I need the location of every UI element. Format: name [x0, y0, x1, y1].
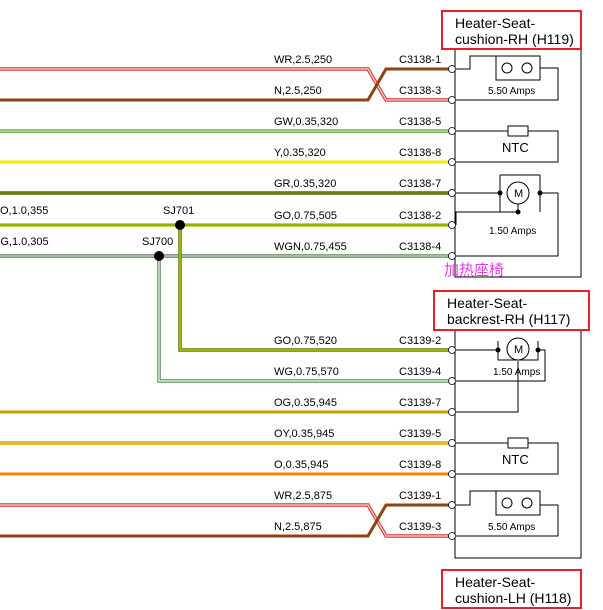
component-tag-h118-line1: Heater-Seat-: [455, 574, 536, 590]
motor-symbol-backrest-rh: M: [514, 344, 523, 356]
splice-sj701-dot: [175, 220, 185, 230]
terminal-1: [448, 96, 456, 104]
terminal-4: [448, 189, 456, 197]
wire-1: [0, 67, 449, 102]
terminal-5: [448, 221, 456, 229]
pin-label-9: C3139-7: [399, 397, 441, 409]
component-tag-h119-line2: cushion-RH (H119): [455, 31, 574, 47]
wire-label-10: OY,0.35,945: [274, 428, 334, 440]
pin-label-8: C3139-4: [399, 366, 441, 378]
ntc-label-backrest-rh: NTC: [502, 452, 529, 467]
wire-label-0: WR,2.5,250: [274, 54, 332, 66]
wire-label-8: WG,0.75,570: [274, 366, 339, 378]
pin-label-1: C3138-3: [399, 85, 441, 97]
pin-label-5: C3138-2: [399, 210, 441, 222]
ntc-label-cushion-rh: NTC: [502, 140, 529, 155]
pin-label-4: C3138-7: [399, 178, 441, 190]
amps-label-backrest-rh: 5.50 Amps: [488, 522, 535, 533]
component-tag-h118-line2: cushion-LH (H118): [455, 590, 572, 606]
splice-sj701-label: SJ701: [163, 205, 194, 217]
terminal-6: [448, 252, 456, 260]
splice-sj700-label: SJ700: [142, 236, 173, 248]
component-tag-h117: Heater-Seat- backrest-RH (H117): [433, 290, 590, 331]
splice-branch-sj700: [157, 256, 449, 383]
ntc-sensor-cushion-rh: [456, 125, 559, 163]
wire-label-3: Y,0.35,320: [274, 147, 326, 159]
wire-label-11: O,0.35,945: [274, 459, 328, 471]
terminal-0: [448, 65, 456, 73]
terminal-12: [448, 501, 456, 509]
terminal-11: [448, 470, 456, 478]
motor-symbol-cushion-rh: M: [514, 188, 523, 200]
amps-label-motor-cushion-rh: 1.50 Amps: [489, 226, 536, 237]
wire-label-9: OG,0.35,945: [274, 397, 337, 409]
ntc-sensor-backrest-rh: [456, 437, 559, 475]
motor-cushion-rh: [455, 174, 559, 257]
wire-label-13: N,2.5,875: [274, 521, 322, 533]
pin-label-13: C3139-3: [399, 521, 441, 533]
pin-label-0: C3138-1: [399, 54, 441, 66]
component-tag-h117-line2: backrest-RH (H117): [447, 311, 571, 327]
amps-label-cushion-rh: 5.50 Amps: [488, 86, 535, 97]
pin-label-6: C3138-4: [399, 241, 441, 253]
wire-label-5: GO,0.75,505: [274, 210, 337, 222]
terminal-13: [448, 532, 456, 540]
pin-label-7: C3139-2: [399, 335, 441, 347]
wire-13: [0, 503, 449, 538]
pin-label-12: C3139-1: [399, 490, 441, 502]
terminal-3: [448, 158, 456, 166]
wire-label-6: WGN,0.75,455: [274, 241, 347, 253]
left-wire-label-2: YG,1.0,305: [0, 236, 49, 248]
wire-label-7: GO,0.75,520: [274, 335, 337, 347]
component-tag-h117-line1: Heater-Seat-: [447, 295, 528, 311]
terminal-2: [448, 127, 456, 135]
terminal-10: [448, 439, 456, 447]
motor-backrest-rh: [456, 337, 546, 413]
wire-label-12: WR,2.5,875: [274, 490, 332, 502]
heater-element-cushion-rh: [456, 55, 559, 101]
left-wire-label-1: O,1.0,355: [0, 205, 48, 217]
terminal-7: [448, 346, 456, 354]
component-tag-h119-line1: Heater-Seat-: [455, 15, 536, 31]
pin-label-2: C3138-5: [399, 116, 441, 128]
splice-branch-sj701: [178, 225, 449, 352]
pin-label-10: C3139-5: [399, 428, 441, 440]
amps-label-motor-backrest-rh: 1.50 Amps: [493, 367, 540, 378]
pin-label-3: C3138-8: [399, 147, 441, 159]
terminal-8: [448, 377, 456, 385]
terminal-9: [448, 408, 456, 416]
pin-label-11: C3139-8: [399, 459, 441, 471]
wire-label-4: GR,0.35,320: [274, 178, 336, 190]
wire-label-2: GW,0.35,320: [274, 116, 338, 128]
splice-sj700-dot: [154, 251, 164, 261]
wire-label-1: N,2.5,250: [274, 85, 322, 97]
component-tag-h119: Heater-Seat- cushion-RH (H119): [441, 10, 582, 50]
chinese-note: 加热座椅: [444, 261, 504, 279]
heater-element-backrest-rh: [456, 490, 559, 537]
component-tag-h118: Heater-Seat- cushion-LH (H118): [441, 569, 582, 609]
